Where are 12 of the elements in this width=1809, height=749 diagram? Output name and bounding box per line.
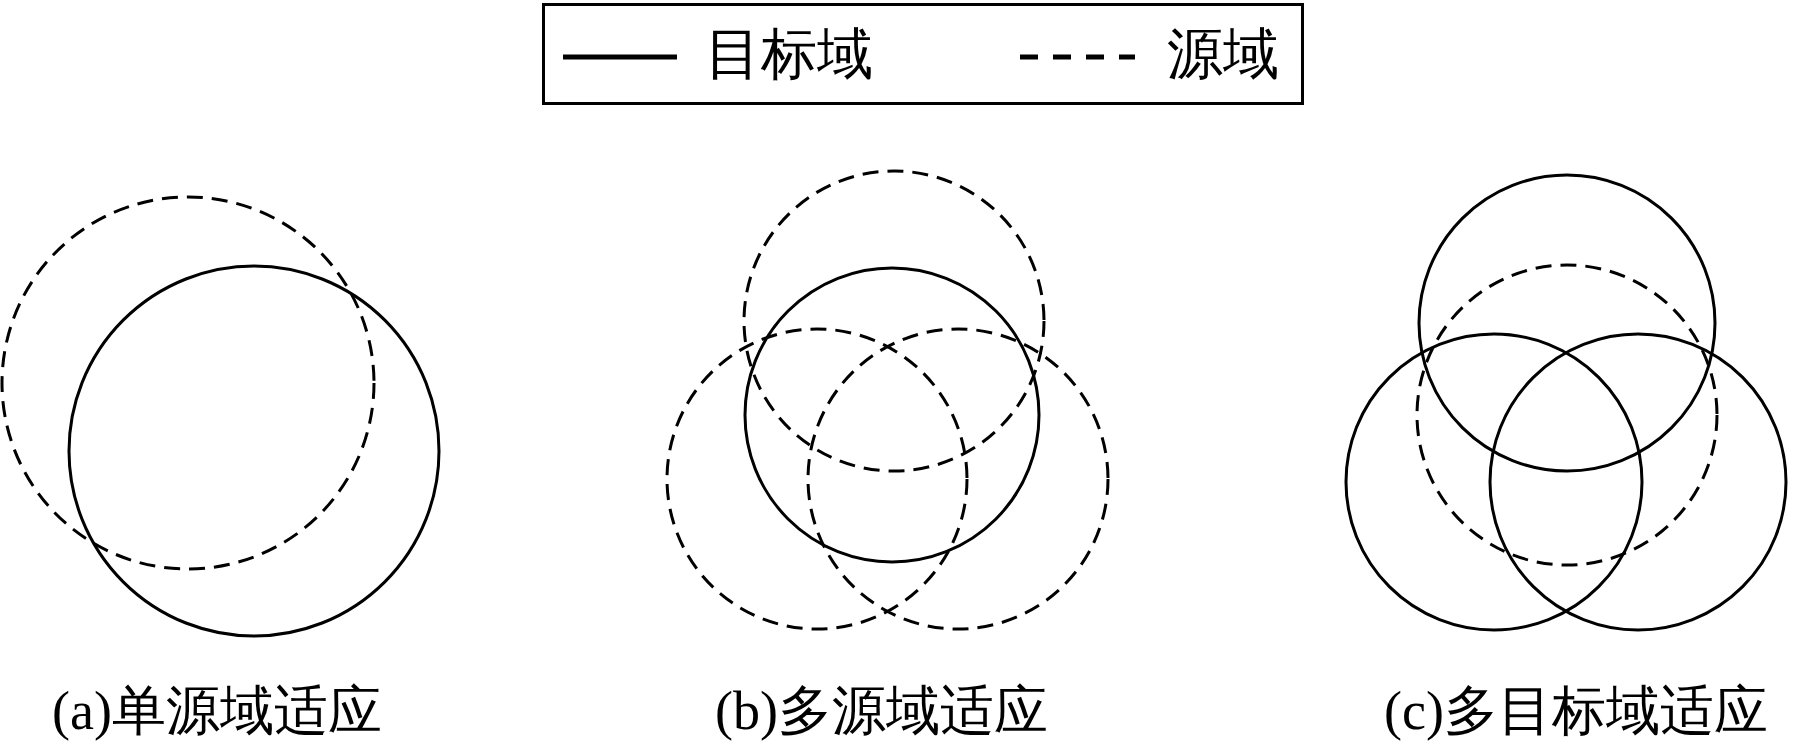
solid-circle xyxy=(1417,173,1717,473)
dashed-circle xyxy=(806,327,1110,631)
dashed-circle xyxy=(742,169,1046,473)
solid-circle xyxy=(67,264,441,638)
dashed-circle xyxy=(0,195,376,571)
dashed-circle xyxy=(665,327,969,631)
solid-circle xyxy=(1344,332,1644,632)
legend-label: 目标域 xyxy=(705,26,873,82)
dashed-circle xyxy=(1415,263,1719,567)
legend-label: 源域 xyxy=(1167,26,1279,82)
solid-circle xyxy=(1488,332,1788,632)
solid-circle xyxy=(743,266,1041,564)
